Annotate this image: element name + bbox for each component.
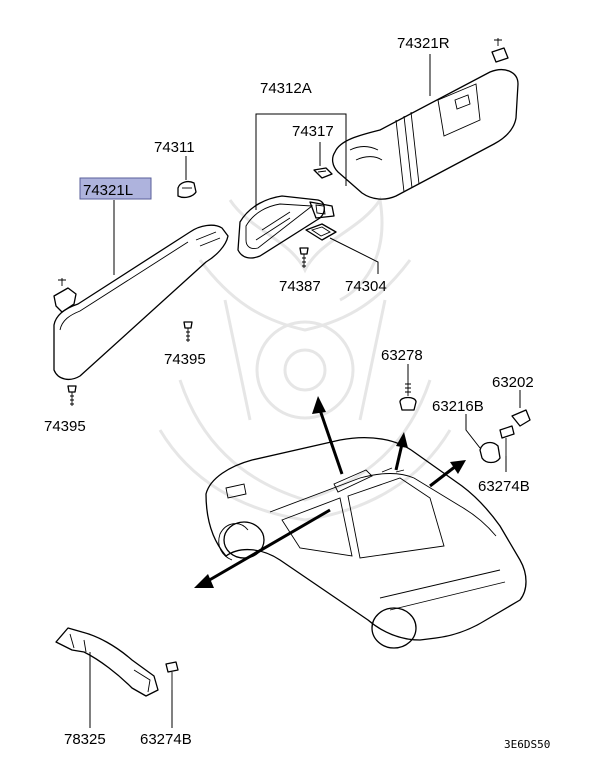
- highlight-box: [79, 177, 152, 200]
- hook-63202[interactable]: [511, 409, 531, 427]
- mirror-cover[interactable]: [313, 167, 333, 179]
- label-74312a: 74312A: [260, 80, 312, 97]
- sun-visor-left[interactable]: [53, 224, 229, 381]
- mirror-screw[interactable]: [299, 247, 309, 268]
- label-74395-top: 74395: [164, 351, 206, 368]
- diagram-code: 3E6DS50: [504, 738, 550, 751]
- visor-screw[interactable]: [67, 385, 77, 406]
- clip-63278[interactable]: [399, 380, 417, 411]
- hook-screw[interactable]: [499, 425, 515, 456]
- label-63278: 63278: [381, 347, 423, 364]
- label-63202: 63202: [492, 374, 534, 391]
- inside-mirror[interactable]: [237, 195, 335, 259]
- label-63216b: 63216B: [432, 398, 484, 415]
- label-74304: 74304: [345, 278, 387, 295]
- visor-holder[interactable]: [177, 181, 197, 199]
- label-78325: 78325: [64, 731, 106, 748]
- label-63274b-right: 63274B: [478, 478, 530, 495]
- label-74311: 74311: [154, 139, 195, 156]
- mirror-bracket[interactable]: [305, 223, 337, 241]
- sun-visor-right[interactable]: [331, 38, 519, 200]
- assist-grip[interactable]: [55, 627, 159, 697]
- label-74317: 74317: [292, 123, 334, 140]
- grip-screw[interactable]: [165, 661, 179, 690]
- car-body: [205, 437, 527, 649]
- watermark-emblem: [158, 196, 452, 522]
- label-63274b-bottom: 63274B: [140, 731, 192, 748]
- label-74321l[interactable]: 74321L: [83, 182, 133, 199]
- label-74387: 74387: [279, 278, 321, 295]
- label-74321r: 74321R: [397, 35, 450, 52]
- hook-bracket[interactable]: [479, 441, 501, 464]
- holder-screw[interactable]: [183, 321, 193, 342]
- label-74395-bottom: 74395: [44, 418, 86, 435]
- arrows: [194, 396, 466, 588]
